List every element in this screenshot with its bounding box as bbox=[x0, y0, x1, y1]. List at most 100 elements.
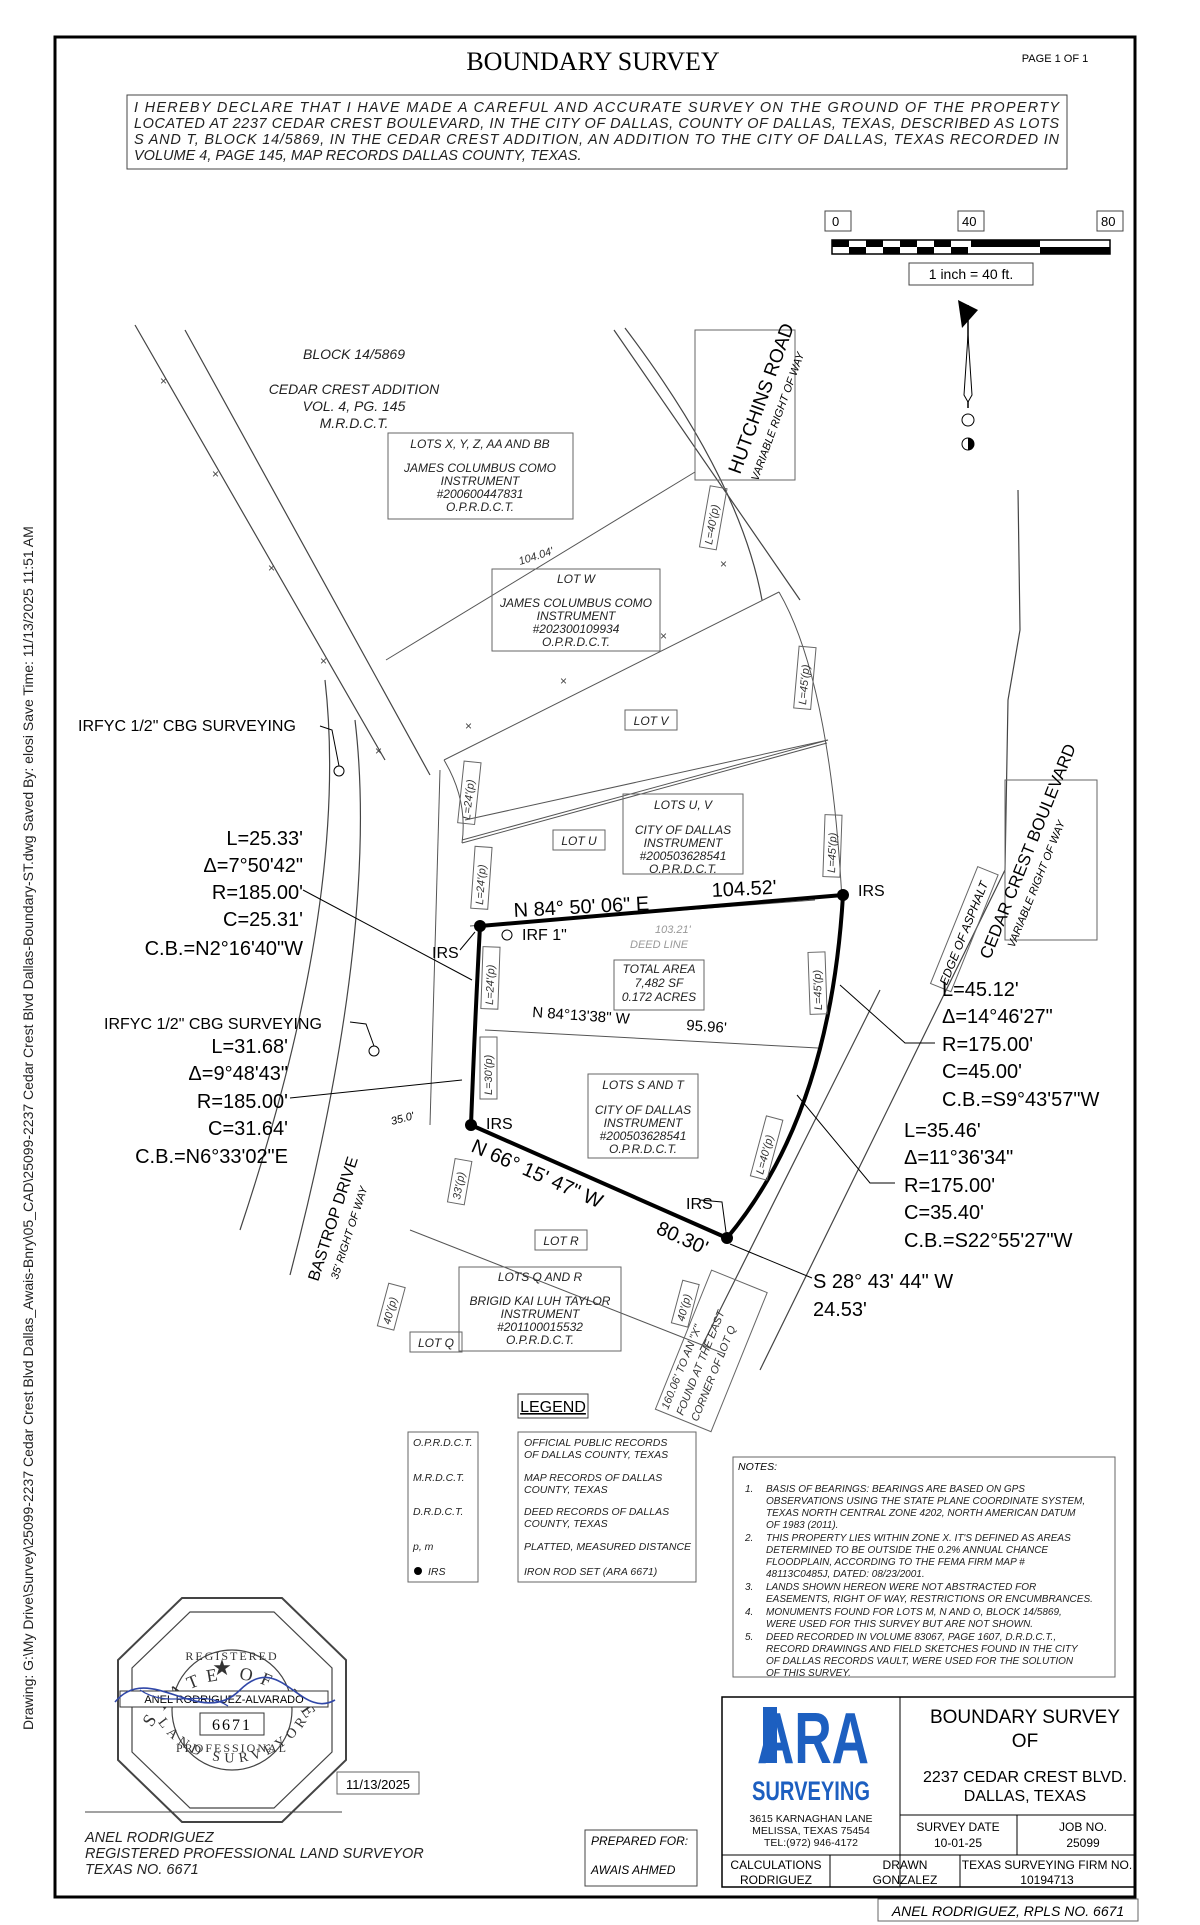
total-area-sf: 7,482 SF bbox=[635, 976, 684, 990]
note-line: WERE USED FOR THIS SURVEY BUT ARE NOT SH… bbox=[766, 1619, 1033, 1630]
cedar-crest-box bbox=[1004, 779, 1098, 941]
parcel-text: BRIGID KAI LUH TAYLOR bbox=[470, 1294, 611, 1308]
note-line: OF DALLAS RECORDS VAULT, WERE USED FOR T… bbox=[766, 1656, 1074, 1667]
irs-label-nw: IRS bbox=[432, 945, 459, 962]
tb-title: BOUNDARY SURVEY bbox=[930, 1707, 1120, 1728]
block-label-line: CEDAR CREST ADDITION bbox=[269, 381, 440, 397]
surveyor-line: TEXAS NO. 6671 bbox=[85, 1862, 199, 1878]
total-area-acres: 0.172 ACRES bbox=[622, 990, 696, 1004]
declaration-box bbox=[126, 94, 1068, 170]
company-address: 3615 KARNAGHAN LANE MELISSA, TEXAS 75454… bbox=[749, 1813, 872, 1849]
parcel-text: CITY OF DALLAS bbox=[595, 1103, 691, 1117]
footer-sig-box bbox=[877, 1898, 1139, 1922]
legend: LEGEND O.P.R.D.C.T. OFFICIAL PUBLIC RECO… bbox=[407, 1393, 697, 1583]
parcel-text: O.P.R.D.C.T. bbox=[506, 1333, 574, 1347]
north-arrow-icon bbox=[958, 300, 978, 451]
parcel-text: CITY OF DALLAS bbox=[635, 823, 731, 837]
irs-marker-ne bbox=[837, 889, 849, 901]
irfyc-label-2: IRFYC 1/2" CBG SURVEYING bbox=[104, 1016, 322, 1033]
prepared-for-label: PREPARED FOR: bbox=[591, 1834, 688, 1848]
svg-text:×: × bbox=[268, 561, 275, 575]
parcel-text: JAMES COLUMBUS COMO bbox=[499, 596, 652, 610]
parcel-text: LOTS X, Y, Z, AA AND BB bbox=[410, 437, 549, 451]
parcel-text: LOT Q bbox=[418, 1336, 454, 1350]
bastrop-drive-lines bbox=[134, 324, 431, 1276]
tb-title-of: OF bbox=[1012, 1731, 1038, 1752]
tb-calc-name: RODRIGUEZ bbox=[740, 1873, 812, 1887]
curve-line: C.B.=N2°16'40"W bbox=[145, 938, 304, 960]
curve-c4: L=35.46' Δ=11°36'34" R=175.00' C=35.40' … bbox=[904, 1120, 1073, 1252]
fence-marks: ××××× ×××× bbox=[160, 374, 727, 758]
svg-text:×: × bbox=[320, 654, 327, 668]
legend-desc: OF DALLAS COUNTY, TEXAS bbox=[524, 1449, 668, 1461]
block-label: BLOCK 14/5869 CEDAR CREST ADDITION VOL. … bbox=[269, 346, 440, 431]
parcel-text: LOT R bbox=[543, 1234, 579, 1248]
bearing-middle: N 84°13'38" W bbox=[532, 1004, 631, 1028]
logo-surveying: SURVEYING bbox=[752, 1776, 870, 1806]
address-line: MELISSA, TEXAS 75454 bbox=[752, 1825, 870, 1837]
hutchins-road-label: HUTCHINS ROAD VARIABLE RIGHT OF WAY bbox=[725, 321, 807, 483]
cedar-crest-road-label: CEDAR CREST BOULEVARD VARIABLE RIGHT OF … bbox=[976, 741, 1080, 961]
tb-job-label: JOB NO. bbox=[1059, 1820, 1107, 1834]
surveyor-line: REGISTERED PROFESSIONAL LAND SURVEYOR bbox=[85, 1846, 424, 1862]
curve-line: C=45.00' bbox=[942, 1061, 1022, 1083]
note-line: OF 1983 (2011). bbox=[766, 1520, 838, 1531]
note-number: 3. bbox=[745, 1582, 753, 1593]
irs-marker-se bbox=[721, 1232, 733, 1244]
sheet-border bbox=[53, 35, 1137, 1899]
legend-desc: COUNTY, TEXAS bbox=[524, 1518, 608, 1530]
curve-line: C=31.64' bbox=[208, 1118, 288, 1140]
legend-abbr: O.P.R.D.C.T. bbox=[413, 1437, 473, 1449]
declaration-line: I HEREBY DECLARE THAT I HAVE MADE A CARE… bbox=[134, 100, 1060, 116]
block-label-line: M.R.D.C.T. bbox=[320, 415, 389, 431]
parcel-text: LOTS U, V bbox=[654, 798, 713, 812]
curve-line: R=185.00' bbox=[212, 882, 303, 904]
curve-line: C.B.=N6°33'02"E bbox=[135, 1146, 288, 1168]
svg-text:×: × bbox=[660, 629, 667, 643]
notes: NOTES: 1. BASIS OF BEARINGS: BEARINGS AR… bbox=[732, 1456, 1116, 1679]
address-line: TEL:(972) 946-4172 bbox=[764, 1837, 858, 1849]
dim-104: 104.04' bbox=[517, 545, 556, 568]
dim-l45-c: L=45'(p) bbox=[812, 969, 825, 1010]
parcel-text: #200503628541 bbox=[640, 849, 727, 863]
curve-line: R=175.00' bbox=[904, 1175, 995, 1197]
bearing-north: N 84° 50' 06" E bbox=[513, 893, 650, 922]
curve-c1: L=25.33' Δ=7°50'42" R=185.00' C=25.31' C… bbox=[145, 828, 304, 960]
address-line: 3615 KARNAGHAN LANE bbox=[749, 1813, 872, 1825]
legend-abbr: D.R.D.C.T. bbox=[413, 1506, 463, 1518]
title-block: ARA SURVEYING 3615 KARNAGHAN LANE MELISS… bbox=[721, 1696, 1136, 1888]
bearing-south-dist: 80.30' bbox=[653, 1217, 711, 1259]
signature-mark bbox=[114, 1676, 336, 1705]
parcel-text: O.P.R.D.C.T. bbox=[609, 1142, 677, 1156]
irs-label-ne: IRS bbox=[858, 883, 885, 900]
logo-ara: ARA bbox=[757, 1699, 869, 1779]
svg-text:×: × bbox=[375, 744, 382, 758]
dim-l24-a: L=24'(p) bbox=[461, 779, 477, 821]
svg-text:×: × bbox=[720, 557, 727, 571]
seal-professional: PROFESSIONAL bbox=[176, 1741, 288, 1755]
note-line: OF THIS SURVEY. bbox=[766, 1668, 851, 1679]
legend-title: LEGEND bbox=[520, 1399, 586, 1416]
parcel-text: #200600447831 bbox=[437, 487, 524, 501]
leader-lines bbox=[289, 725, 935, 1279]
note-line: EASEMENTS, RIGHT OF WAY, RESTRICTIONS OR… bbox=[766, 1594, 1093, 1605]
irs-marker-sw bbox=[465, 1119, 477, 1131]
note-line: MONUMENTS FOUND FOR LOTS M, N AND O, BLO… bbox=[766, 1607, 1062, 1618]
scale-bar: 0 40 80 1 inch = 40 ft. bbox=[824, 210, 1124, 286]
parcel-text: #202300109934 bbox=[533, 622, 620, 636]
hutchins-box bbox=[694, 329, 796, 481]
irs-label-sw: IRS bbox=[486, 1116, 513, 1133]
legend-abbr: p, m bbox=[412, 1541, 434, 1553]
irs-marker-nw bbox=[474, 920, 486, 932]
note-line: THIS PROPERTY LIES WITHIN ZONE X. IT'S D… bbox=[766, 1533, 1071, 1544]
parcel-text: INSTRUMENT bbox=[501, 1307, 581, 1321]
legend-desc: OFFICIAL PUBLIC RECORDS bbox=[524, 1437, 667, 1449]
note-line: FLOODPLAIN, ACCORDING TO THE FEMA FIRM M… bbox=[766, 1557, 1025, 1568]
note-line: 48113C0485J, DATED: 08/23/2001. bbox=[766, 1569, 925, 1580]
legend-desc: PLATTED, MEASURED DISTANCE bbox=[524, 1541, 692, 1553]
curve-line: L=31.68' bbox=[211, 1036, 288, 1058]
parcel-text: INSTRUMENT bbox=[644, 836, 724, 850]
ara-logo: ARA SURVEYING bbox=[752, 1699, 870, 1806]
note-line: LANDS SHOWN HEREON WERE NOT ABSTRACTED F… bbox=[766, 1582, 1036, 1593]
page-title: BOUNDARY SURVEY bbox=[466, 47, 720, 76]
